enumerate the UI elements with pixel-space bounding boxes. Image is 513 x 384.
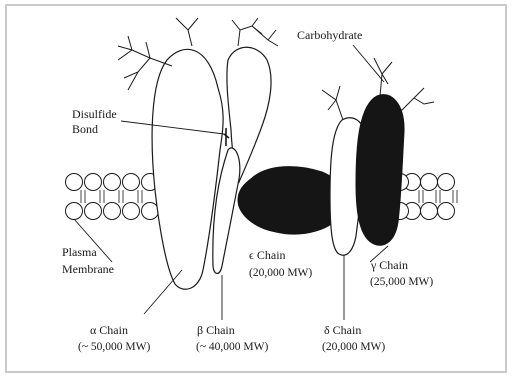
lipid-head [438,174,455,191]
lipid-head [123,174,140,191]
gamma-chain-shape [356,95,404,246]
label-delta-mw: (20,000 MW) [322,341,385,353]
lipid-head [104,174,121,191]
label-gamma-mw: (25,000 MW) [370,276,433,288]
lipid-head [438,203,455,220]
label-disulfide-line2: Bond [72,122,98,136]
lipid-head [104,203,121,220]
lipid-head [142,203,159,220]
lipid-head [123,203,140,220]
label-epsilon-name: ϵ Chain [249,248,286,262]
label-delta-name: δ Chain [324,323,361,337]
label-gamma-name: γ Chain [370,258,408,272]
label-disulfide-line1: Disulfide [72,107,117,121]
label-carbohydrate: Carbohydrate [297,28,362,42]
lipid-head [66,203,83,220]
label-epsilon-mw: (20,000 MW) [249,267,312,279]
lipid-head [85,203,102,220]
label-alpha-name: α Chain [90,323,128,337]
lipid-head [85,174,102,191]
label-alpha-mw: (~ 50,000 MW) [78,341,151,353]
label-beta-name: β Chain [197,323,235,337]
label-beta-mw: (~ 40,000 MW) [196,341,269,353]
label-plasma-line2: Membrane [62,262,114,276]
label-plasma-line1: Plasma [62,245,97,259]
lipid-head [421,203,438,220]
lipid-head [421,174,438,191]
lipid-head [66,174,83,191]
epsilon-chain-shape [238,167,344,234]
